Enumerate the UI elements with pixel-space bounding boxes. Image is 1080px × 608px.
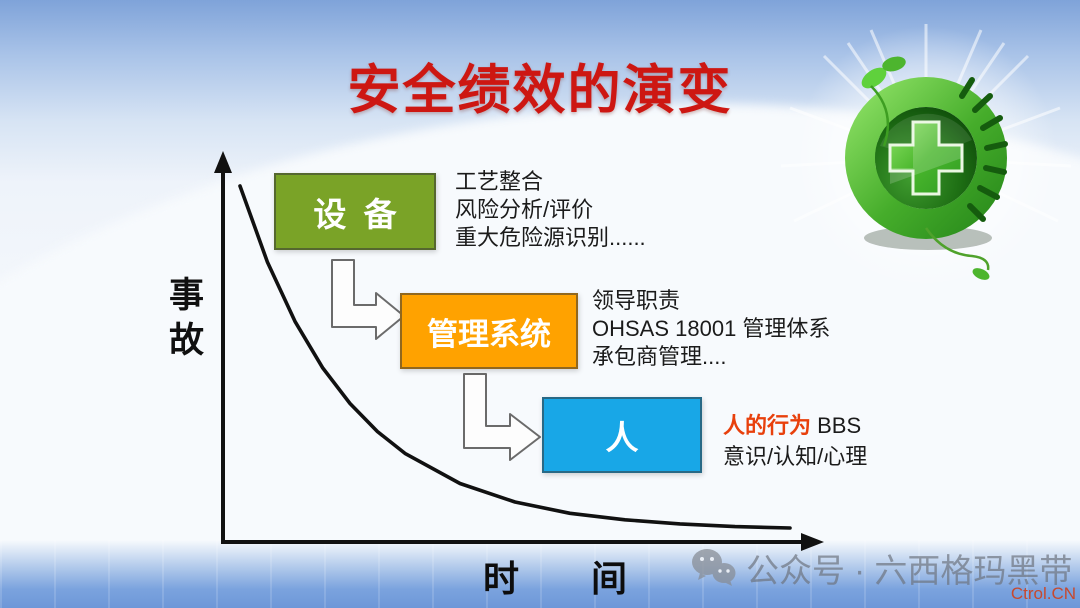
note-line: OHSAS 18001 管理体系	[592, 316, 831, 341]
accident-decay-curve	[238, 184, 792, 530]
slide-title: 安全绩效的演变	[347, 61, 733, 120]
bottom-gradient-band	[0, 540, 1080, 608]
note-line: 承包商管理....	[592, 344, 727, 369]
x-axis-label: 时 间	[482, 558, 627, 599]
corner-brand: Ctrol.CN	[1010, 584, 1076, 603]
x-axis-arrowhead	[801, 533, 824, 551]
y-axis-label: 事故	[164, 276, 203, 366]
safety-cross	[888, 120, 964, 196]
human-behavior-highlight: 人的行为	[723, 413, 812, 438]
management-notes: 领导职责 OHSAS 18001 管理体系 承包商管理....	[592, 287, 830, 371]
equipment-notes: 工艺整合 风险分析/评价 重大危险源识别......	[455, 168, 646, 252]
stage-box-human: 人	[542, 397, 702, 473]
note-line: 领导职责	[592, 288, 681, 313]
stage-box-equipment-label: 设 备	[313, 195, 397, 233]
note-line: 风险分析/评价	[455, 197, 594, 222]
y-axis-arrowhead	[214, 151, 232, 173]
note-line: 重大危险源识别......	[455, 225, 646, 250]
stage-box-equipment: 设 备	[274, 173, 436, 250]
human-notes: 人的行为 BBS 意识/认知/心理	[723, 410, 867, 472]
elbow-arrow-1	[331, 259, 405, 340]
watermark: 公众号 · 六西格玛黑带	[690, 544, 1072, 592]
note-line: 意识/认知/心理	[723, 444, 868, 469]
safety-gear-cross-logo-icon	[780, 24, 1072, 290]
wechat-icon	[692, 549, 736, 586]
watermark-text: 公众号 · 六西格玛黑带	[746, 552, 1073, 589]
note-line: 人的行为 BBS	[723, 410, 867, 441]
bbs-label: BBS	[811, 413, 862, 438]
stage-box-human-label: 人	[605, 419, 639, 456]
elbow-arrow-2	[463, 373, 541, 461]
stage-box-management-system: 管理系统	[400, 293, 578, 369]
note-line: 工艺整合	[455, 169, 544, 194]
stage-box-management-label: 管理系统	[427, 316, 551, 352]
